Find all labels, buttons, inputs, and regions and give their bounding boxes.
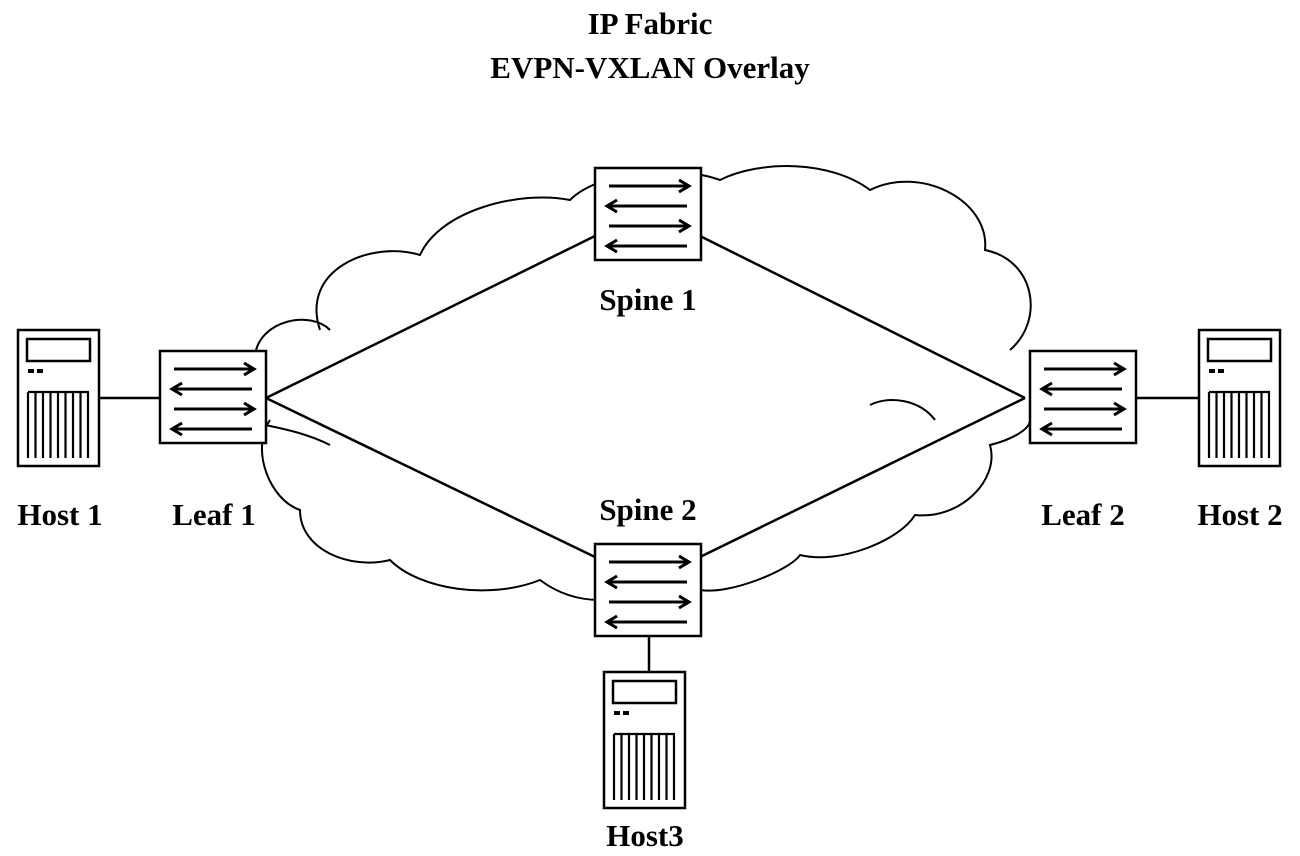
host2-label: Host 2 bbox=[1197, 497, 1283, 532]
diagram-title-line2: EVPN-VXLAN Overlay bbox=[490, 50, 810, 85]
spine1-label: Spine 1 bbox=[599, 282, 697, 317]
leaf1-label: Leaf 1 bbox=[172, 497, 256, 532]
host3-label: Host3 bbox=[606, 818, 684, 853]
link-leaf1-spine1 bbox=[265, 234, 596, 400]
ip-fabric-cloud bbox=[254, 165, 1032, 601]
diagram-title-line1: IP Fabric bbox=[587, 6, 713, 41]
host1-server-icon bbox=[16, 328, 101, 468]
spine2-switch-icon bbox=[593, 542, 703, 638]
link-leaf2-spine1 bbox=[699, 234, 1026, 400]
link-leaf1-spine2 bbox=[265, 396, 596, 559]
leaf2-label: Leaf 2 bbox=[1041, 497, 1125, 532]
spine2-label: Spine 2 bbox=[599, 492, 697, 527]
leaf2-switch-icon bbox=[1028, 349, 1138, 445]
host1-label: Host 1 bbox=[17, 497, 103, 532]
host2-server-icon bbox=[1197, 328, 1282, 468]
host3-server-icon bbox=[602, 670, 687, 810]
link-leaf2-spine2 bbox=[699, 396, 1026, 559]
spine1-switch-icon bbox=[593, 166, 703, 262]
leaf1-switch-icon bbox=[158, 349, 268, 445]
links bbox=[99, 234, 1199, 672]
